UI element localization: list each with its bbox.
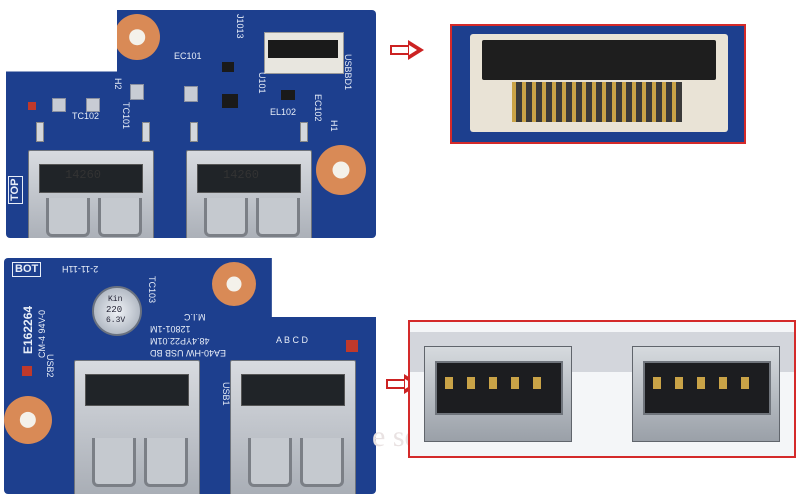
mounting-hole-bottom-right: [212, 262, 256, 306]
usb-pin: [300, 122, 308, 142]
ic-u101: [222, 94, 238, 108]
label-h-codes: 2-11-11H: [62, 264, 99, 274]
usb-ports-closeup: [408, 320, 796, 458]
test-pad-1: [52, 98, 66, 112]
test-pad-4: [184, 86, 198, 102]
mounting-hole-bottom-left: [4, 396, 52, 444]
square-pad-marker: [22, 366, 32, 376]
label-board-rev: 12801-1M: [150, 324, 191, 334]
usb-port-usb2: [74, 360, 200, 494]
usb-port-usb1: [230, 360, 356, 494]
label-rating: CM-4 94V-0: [37, 309, 47, 358]
label-bot: BOT: [12, 262, 42, 277]
label-tc103: TC103: [147, 276, 157, 304]
arrow-right-icon: [390, 40, 426, 60]
label-top: TOP: [8, 175, 23, 204]
usb-port-right: 14260: [186, 150, 312, 238]
test-pad-3: [130, 84, 144, 100]
top-usb-board: EC101 J1013 U101 USBBD1 EC102 H1 H2 TC10…: [6, 10, 376, 238]
label-serial: E162264: [21, 305, 35, 354]
chip-el102: [281, 90, 295, 100]
label-h1: H1: [329, 120, 339, 132]
test-pad-2: [86, 98, 100, 112]
usb-port-left: 14260: [28, 150, 154, 238]
mounting-hole-top-left: [114, 14, 160, 60]
chip-ec101: [222, 62, 234, 72]
connector-contacts: [512, 82, 682, 122]
label-h2: H2: [113, 78, 123, 90]
usb-pin: [142, 122, 150, 142]
label-ec102: EC102: [313, 94, 323, 122]
label-j1013: J1013: [235, 14, 245, 39]
cap-label-bot: 6.3V: [106, 316, 126, 325]
label-board-num: 48.4YP22.01M: [150, 336, 210, 346]
label-u101: U101: [257, 72, 267, 94]
label-mic: M.I.C: [184, 312, 206, 322]
label-usb1: USB1: [221, 382, 231, 406]
closeup-usb-left: [424, 346, 572, 442]
label-abcd: A B C D: [276, 335, 309, 345]
label-board-name: EA40-HW USB BD: [150, 348, 227, 358]
cap-label-mid: 220: [106, 305, 123, 315]
cap-label-top: Kin: [108, 295, 123, 304]
usb-pin: [36, 122, 44, 142]
square-pad-marker: [346, 340, 358, 352]
label-usbbd1: USBBD1: [343, 54, 353, 91]
ffc-connector-closeup: [450, 24, 746, 144]
mounting-hole-top-right: [316, 145, 366, 195]
label-ec101: EC101: [174, 51, 202, 61]
label-tc101: TC101: [121, 102, 131, 130]
port-marking-right: 14260: [223, 168, 260, 182]
label-tc102: TC102: [72, 111, 100, 121]
ffc-connector-slot: [268, 40, 338, 58]
bottom-usb-board: Kin 220 6.3V BOT 2-11-11H TC103 USB2 USB…: [4, 258, 376, 494]
port-marking-left: 14260: [65, 168, 102, 182]
square-pad-marker: [28, 102, 36, 110]
closeup-usb-right: [632, 346, 780, 442]
connector-actuator: [482, 40, 716, 80]
usb-pin: [190, 122, 198, 142]
label-el102: EL102: [270, 107, 297, 117]
electrolytic-capacitor: Kin 220 6.3V: [92, 286, 142, 336]
